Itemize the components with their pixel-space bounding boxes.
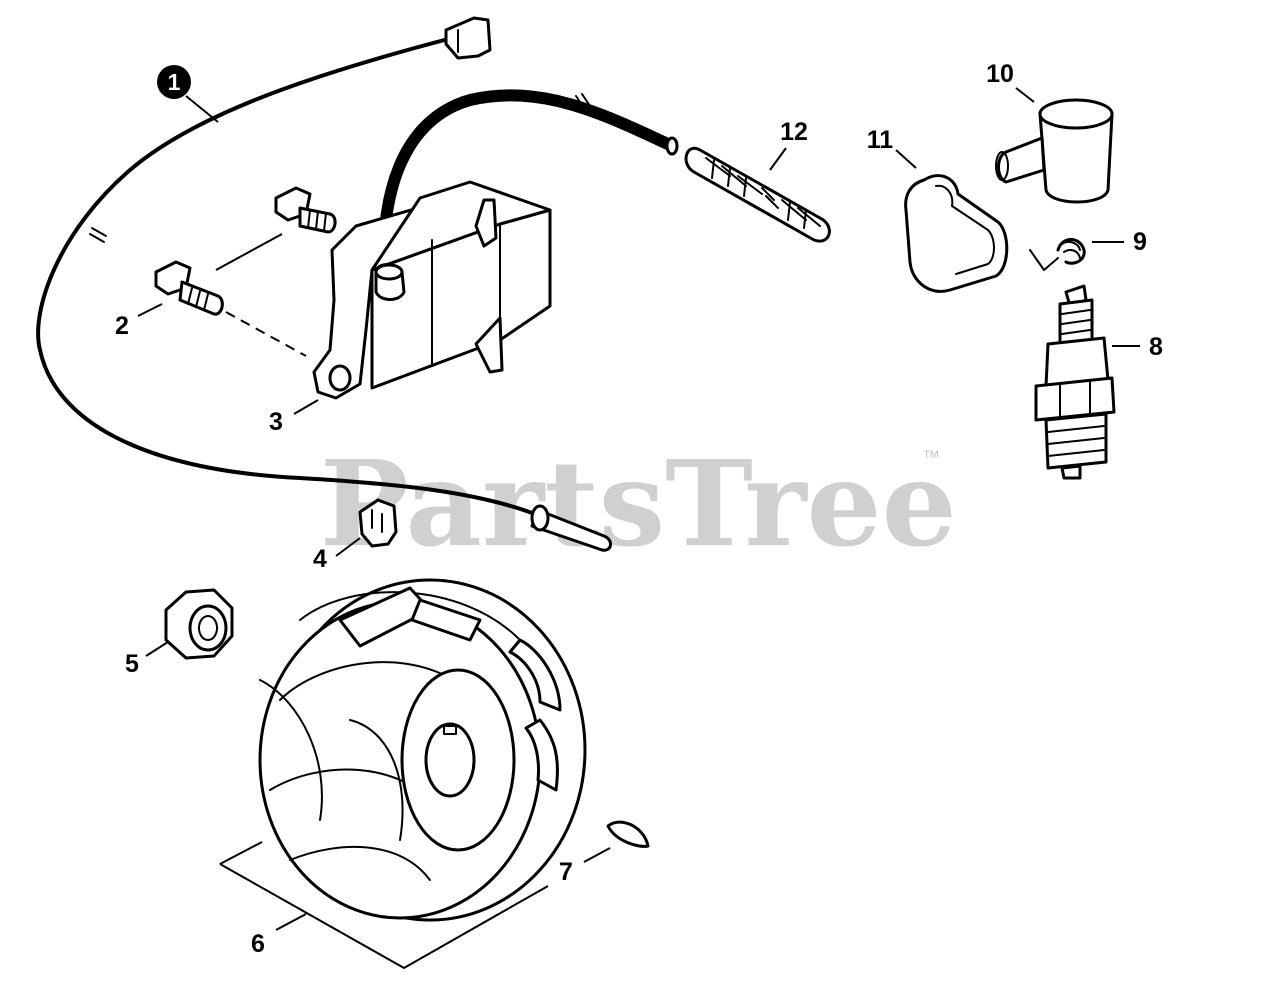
part-spark-plug[interactable]: [1034, 284, 1116, 480]
part-flywheel[interactable]: [258, 578, 587, 922]
callout-3[interactable]: 3: [269, 408, 283, 436]
part-bolts[interactable]: [154, 186, 337, 316]
callout-9[interactable]: 9: [1133, 228, 1147, 256]
part-key[interactable]: [606, 820, 650, 848]
callout-11[interactable]: 11: [867, 126, 894, 154]
callout-2[interactable]: 2: [115, 312, 129, 340]
leader-lines: [137, 87, 1140, 970]
callout-1-label: 1: [168, 69, 181, 95]
watermark-text: PartsTree: [320, 434, 957, 573]
part-ignition-coil[interactable]: [312, 180, 552, 400]
callout-5[interactable]: 5: [125, 650, 139, 678]
part-flywheel-nut[interactable]: [164, 588, 234, 660]
callout-10[interactable]: 10: [986, 60, 1014, 88]
part-grommet[interactable]: [358, 498, 398, 548]
part-lead-wire-and-sleeve[interactable]: [378, 89, 831, 278]
watermark-trademark: ™: [922, 447, 940, 467]
part-wire-harness[interactable]: [36, 16, 612, 552]
watermark: PartsTree ™: [320, 434, 957, 573]
part-plug-cap[interactable]: [995, 98, 1114, 204]
callout-12[interactable]: 12: [780, 118, 808, 146]
part-boot-cover[interactable]: [904, 174, 1009, 293]
callout-7[interactable]: 7: [559, 858, 573, 886]
callout-1[interactable]: 1: [157, 65, 191, 99]
callout-8[interactable]: 8: [1149, 333, 1163, 361]
part-spring[interactable]: [1029, 238, 1086, 271]
callout-6[interactable]: 6: [251, 930, 265, 958]
callout-4[interactable]: 4: [313, 545, 327, 573]
